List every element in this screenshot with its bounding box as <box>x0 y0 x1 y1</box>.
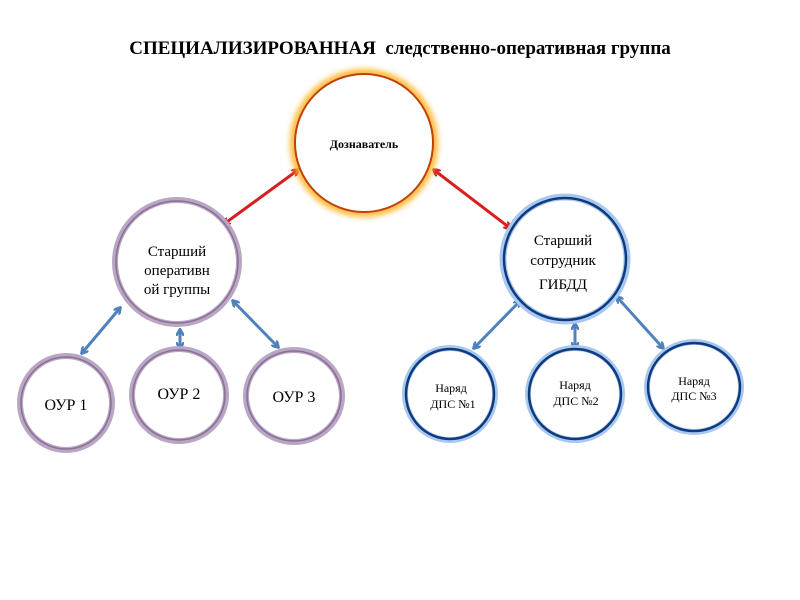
arrow-op-lead-to-our1 <box>82 308 120 353</box>
node-our2: ОУР 2 <box>129 346 229 444</box>
node-dps1: Наряд ДПС №1 <box>402 345 498 443</box>
node-label: сотрудник <box>530 253 596 269</box>
node-label: Дознаватель <box>330 137 399 151</box>
diagram-title: СПЕЦИАЛИЗИРОВАННАЯ следственно-оперативн… <box>129 38 671 59</box>
node-dps2: Наряд ДПС №2 <box>525 345 625 443</box>
arrow-gibdd-lead-to-dps1 <box>474 301 520 348</box>
arrow-head-to-gibdd-lead <box>434 170 510 228</box>
node-label: ОУР 2 <box>158 386 201 403</box>
arrow-gibdd-lead-to-dps3 <box>617 297 663 348</box>
connectors <box>82 170 663 353</box>
node-gibdd-lead: Старший сотрудник ГИБДД <box>499 193 631 325</box>
node-label: Старший <box>534 233 592 249</box>
node-label: Наряд <box>559 378 591 392</box>
arrow-op-lead-to-our3 <box>233 301 278 347</box>
node-label: ДПС №2 <box>553 394 598 408</box>
node-label: ДПС №1 <box>430 397 475 411</box>
node-our1: ОУР 1 <box>17 353 115 453</box>
node-our3: ОУР 3 <box>243 347 345 445</box>
arrow-head-to-op-lead <box>224 170 298 224</box>
node-op-lead: Старший оперативн ой группы <box>112 197 242 327</box>
node-label: ДПС №3 <box>671 389 716 403</box>
node-label: ОУР 1 <box>45 397 88 414</box>
node-label: ОУР 3 <box>273 389 316 406</box>
node-label: ой группы <box>144 282 210 298</box>
node-label: ГИБДД <box>539 277 587 293</box>
node-head: Дознаватель <box>290 69 438 217</box>
node-dps3: Наряд ДПС №3 <box>644 339 744 435</box>
node-label: Наряд <box>678 374 710 388</box>
node-label: Наряд <box>435 381 467 395</box>
node-label: оперативн <box>144 263 210 279</box>
node-label: Старший <box>148 244 206 260</box>
